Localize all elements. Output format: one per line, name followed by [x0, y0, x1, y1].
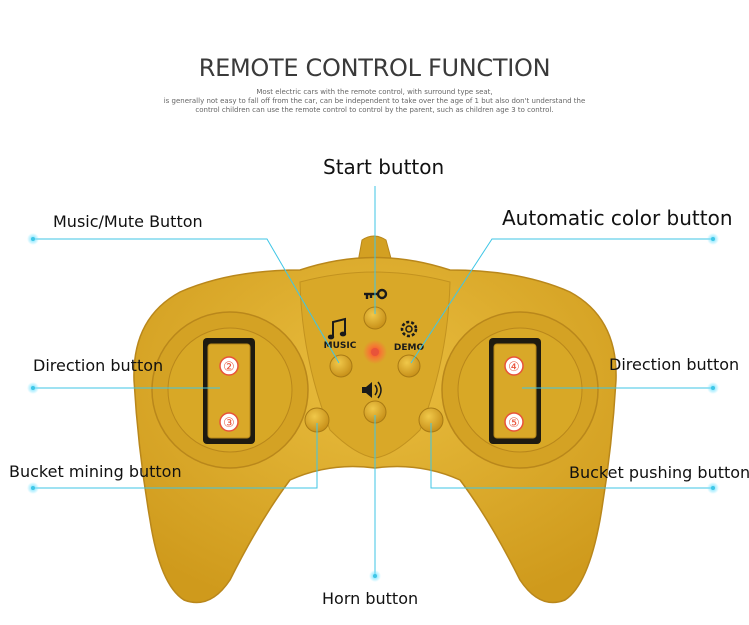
label-direction-right: Direction button — [609, 355, 740, 374]
callout-bucket-mining — [33, 423, 318, 489]
label-music-button: Music/Mute Button — [53, 212, 203, 231]
right-up-marker: ④ — [504, 356, 524, 376]
description-line-2: is generally not easy to fall off from t… — [163, 97, 586, 105]
description-line-1: Most electric cars with the remote contr… — [256, 88, 493, 96]
left-up-marker: ② — [219, 356, 239, 376]
music-button — [329, 354, 353, 378]
label-bucket-pushing: Bucket pushing button — [569, 463, 749, 482]
right-down-number: ⑤ — [508, 416, 520, 431]
power-led — [371, 348, 379, 356]
demo-button — [397, 354, 421, 378]
center-panel — [299, 271, 451, 459]
callout-endpoints — [27, 233, 719, 582]
key-icon — [364, 288, 388, 300]
music-note-icon — [327, 317, 347, 340]
demo-text: DEMO — [394, 343, 425, 353]
label-start-button: Start button — [323, 155, 445, 179]
left-down-marker: ③ — [219, 412, 239, 432]
callout-music — [33, 238, 340, 364]
callout-auto — [410, 238, 713, 364]
label-automatic-color-button: Automatic color button — [502, 206, 733, 230]
description-line-3: control children can use the remote cont… — [195, 106, 554, 114]
label-bucket-mining: Bucket mining button — [9, 462, 182, 481]
callout-bucket-pushing — [430, 423, 713, 489]
label-direction-left: Direction button — [33, 356, 164, 375]
right-down-marker: ⑤ — [504, 412, 524, 432]
right-up-number: ④ — [508, 360, 520, 375]
speaker-icon — [362, 381, 382, 399]
left-down-number: ③ — [223, 416, 235, 431]
label-horn-button: Horn button — [322, 589, 419, 608]
left-direction-paddle — [207, 343, 251, 439]
gear-icon — [400, 320, 418, 338]
page-title: REMOTE CONTROL FUNCTION — [198, 54, 551, 82]
music-text: MUSIC — [324, 341, 357, 351]
left-up-number: ② — [223, 360, 235, 375]
callout-lines — [33, 186, 713, 576]
